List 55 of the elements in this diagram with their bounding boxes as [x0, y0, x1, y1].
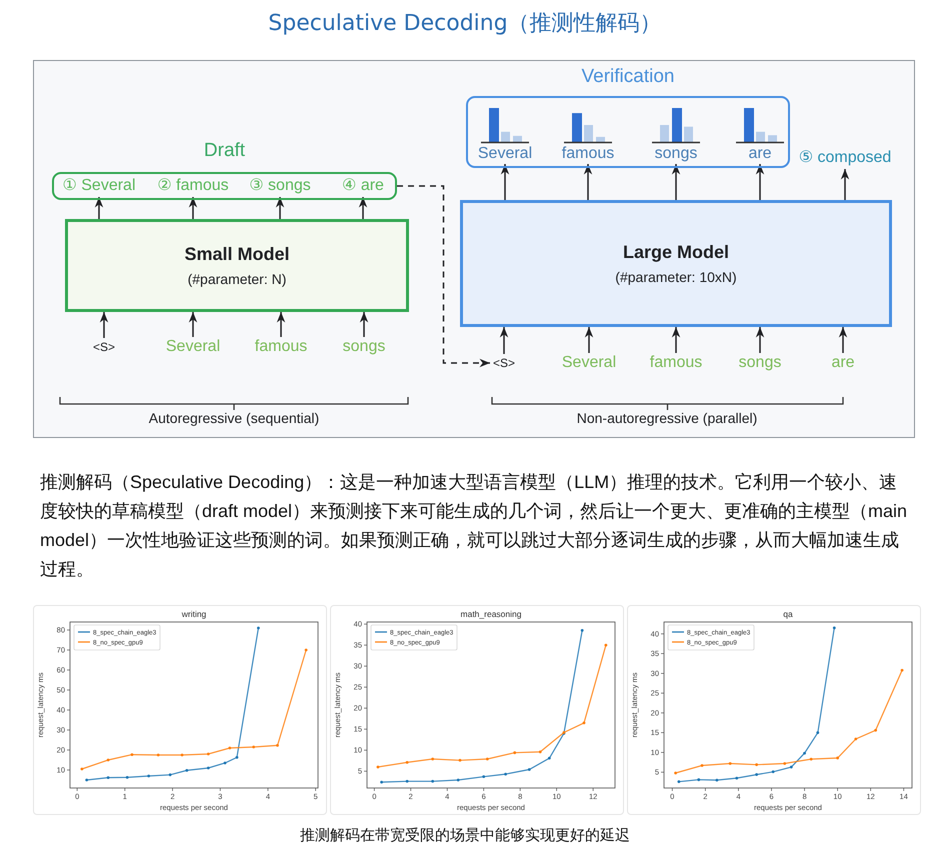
bracket-label: Autoregressive (sequential) [148, 410, 320, 426]
token-label: Several [160, 337, 226, 357]
model-name: Large Model [622, 242, 729, 263]
group-frame [52, 140, 397, 200]
arrow [756, 164, 764, 200]
arrow [276, 197, 284, 219]
token-label: Several [556, 353, 622, 373]
token-label: Several [478, 144, 532, 164]
token-label: famous [250, 337, 312, 357]
arrow [358, 197, 368, 219]
arrow [94, 197, 104, 219]
arrow [500, 164, 510, 200]
model-box [65, 219, 409, 312]
arrow [756, 327, 764, 353]
diagram-title: Speculative Decoding（推测性解码） [267, 10, 663, 38]
arrow [584, 164, 592, 200]
token-label: ① Several [58, 175, 140, 197]
arrow [840, 169, 850, 200]
token-label: ③ songs [242, 175, 318, 197]
arrow [100, 312, 108, 338]
arrow [188, 312, 198, 337]
token-label: ⑤ composed [794, 147, 896, 169]
chart-caption: 推测解码在带宽受限的场景中能够实现更好的延迟 [299, 826, 631, 845]
token-label: ② famous [152, 175, 234, 197]
token-label: songs [734, 353, 786, 373]
arrow [276, 312, 286, 337]
arrow [360, 312, 368, 337]
model-name: Small Model [184, 244, 290, 265]
group-frame [466, 66, 790, 168]
token-label: are [748, 144, 772, 164]
arrow [838, 327, 848, 353]
bracket-label: Non-autoregressive (parallel) [576, 410, 758, 426]
group-heading: Draft [202, 140, 246, 162]
chart-title: math_reasoning [460, 609, 522, 619]
arrow [672, 164, 680, 200]
token-label: <S> [90, 338, 118, 356]
arrow [500, 327, 508, 354]
arrow [584, 327, 594, 353]
group-heading: Verification [580, 66, 676, 88]
token-label: songs [654, 144, 698, 164]
token-label: are [828, 353, 858, 373]
model-parameters: (#parameter: 10xN) [615, 269, 737, 285]
arrow [672, 327, 680, 353]
arrow [188, 197, 198, 219]
model-box [460, 200, 892, 327]
token-label: famous [645, 353, 707, 373]
chart-title: writing [182, 609, 206, 619]
chart-title: qa [783, 609, 793, 619]
dashed-arrow [397, 185, 490, 368]
token-label: songs [338, 337, 390, 357]
token-label: <S> [490, 354, 518, 372]
model-parameters: (#parameter: N) [188, 271, 286, 287]
token-label: ④ are [332, 175, 394, 197]
token-label: famous [562, 144, 614, 164]
description-paragraph: 推测解码（Speculative Decoding）：这是一种加速大型语言模型（LLM）推理的技术。它利用一个较小、速度较快的草稿模型（draft model）来预测接下来可能生成的几个词，然后让一个更大、更准确的主模型（main model）一次性地验证这些预测的词。如果预测正确，就可以跳过大部分逐词生成的步骤，从而大幅加速生成过程。 [40, 471, 908, 581]
